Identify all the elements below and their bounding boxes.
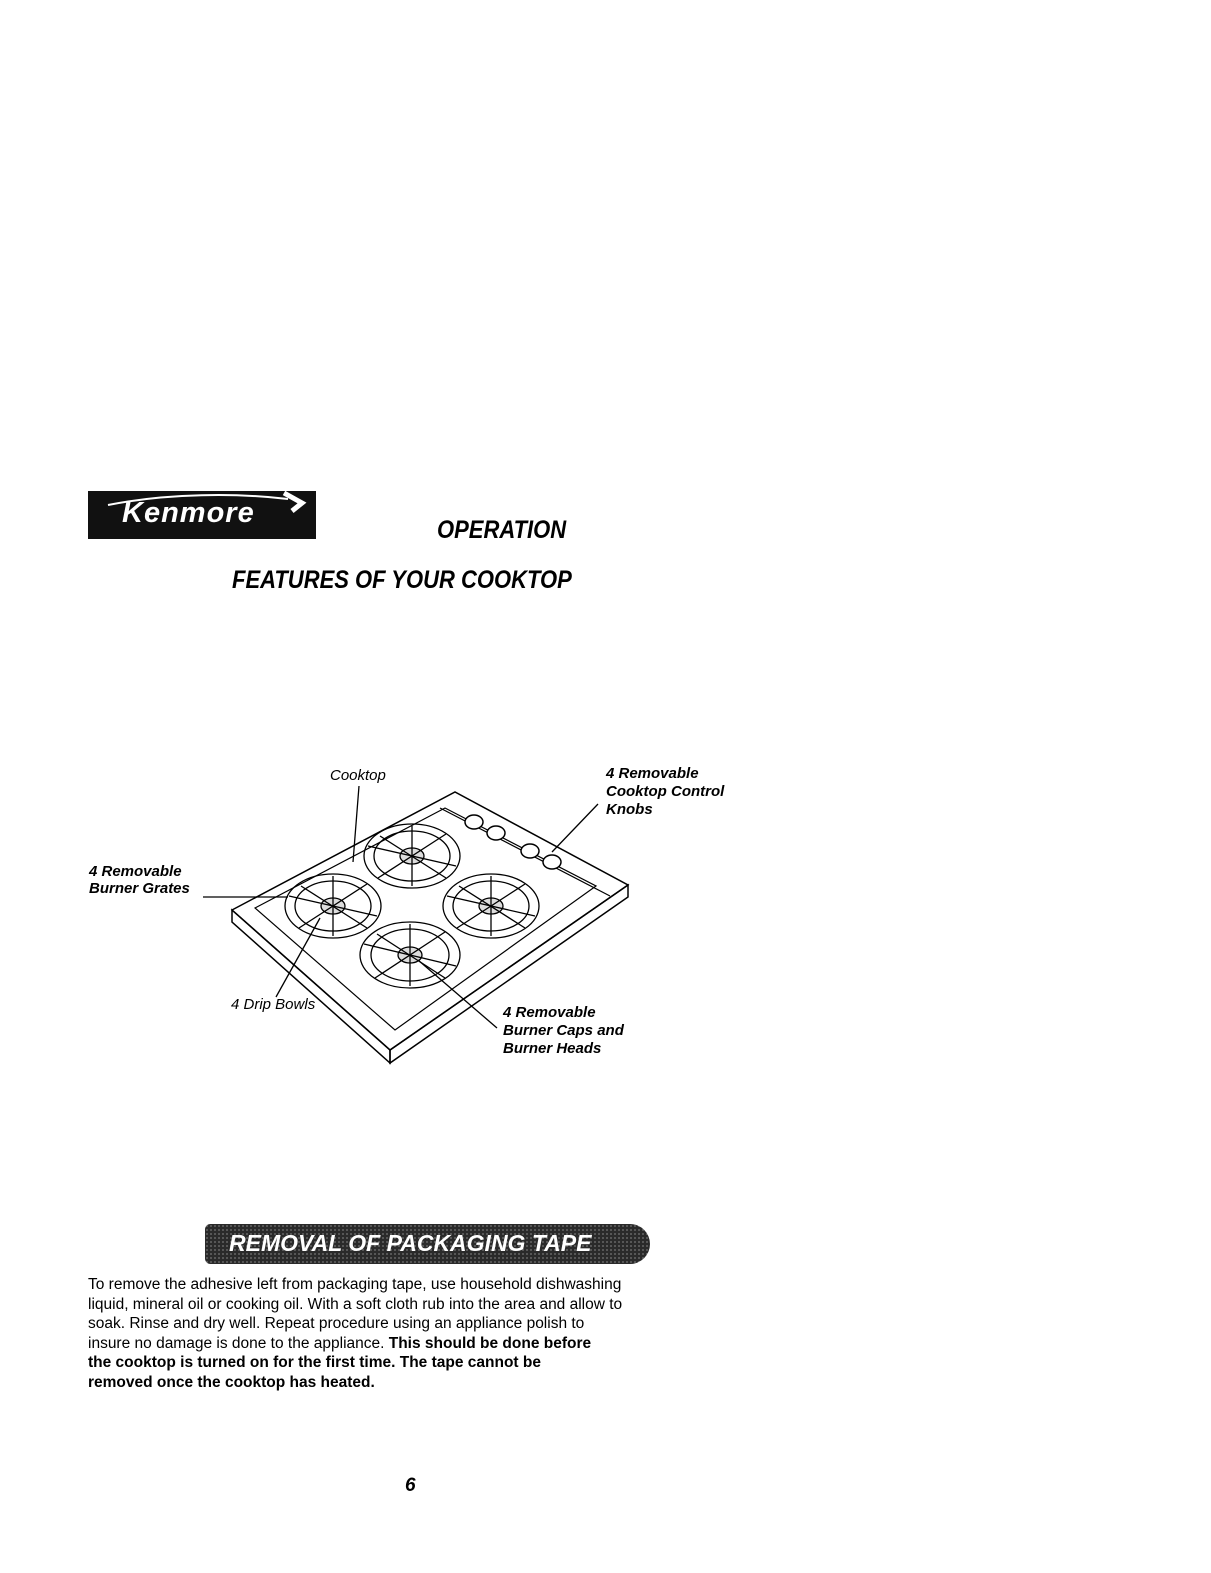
caps-leader	[417, 959, 498, 1029]
logo-swoosh-icon	[107, 491, 307, 513]
page-title: FEATURES OF YOUR COOKTOP	[232, 566, 572, 594]
drip-bowls-leader	[275, 917, 321, 998]
burner-front-left	[284, 873, 382, 939]
packaging-heading: REMOVAL OF PACKAGING TAPE	[229, 1230, 592, 1256]
cooktop-leader	[352, 785, 360, 863]
body-bold-line: removed once the cooktop has heated.	[88, 1373, 375, 1391]
body-line-mixed: insure no damage is done to the applianc…	[88, 1334, 738, 1354]
knob-icon	[464, 814, 484, 830]
label-knobs-line1: 4 Removable	[606, 765, 699, 782]
burner-back-right	[442, 873, 540, 939]
knob-icon	[520, 843, 540, 859]
label-drip-bowls: 4 Drip Bowls	[231, 996, 316, 1013]
label-grates-line1: 4 Removable	[89, 863, 182, 880]
body-line: insure no damage is done to the applianc…	[88, 1334, 389, 1352]
packaging-heading-banner: REMOVAL OF PACKAGING TAPE	[205, 1224, 650, 1264]
knob-icon	[542, 854, 562, 870]
label-cooktop: Cooktop	[330, 767, 386, 784]
burner-back-left	[363, 823, 461, 889]
label-caps-line1: 4 Removable	[503, 1004, 596, 1021]
logo-text: Kenmore	[122, 497, 255, 529]
kenmore-logo: Kenmore	[88, 491, 316, 539]
label-knobs-line2: Cooktop Control	[606, 783, 725, 800]
knob-icon	[486, 825, 506, 841]
body-bold-lead: This should be done before	[388, 1334, 592, 1352]
body-line: soak. Rinse and dry well. Repeat procedu…	[88, 1315, 585, 1332]
burner-front-right	[359, 921, 461, 989]
body-line: To remove the adhesive left from packagi…	[88, 1276, 622, 1293]
control-knobs	[464, 814, 562, 870]
knobs-leader	[551, 803, 599, 853]
label-knobs-line3: Knobs	[606, 801, 653, 818]
label-caps-line3: Burner Heads	[503, 1040, 602, 1057]
body-line: liquid, mineral oil or cooking oil. With…	[88, 1295, 623, 1313]
label-caps-line2: Burner Caps and	[503, 1022, 624, 1039]
section-title: OPERATION	[437, 516, 567, 544]
packaging-instructions: To remove the adhesive left from packagi…	[88, 1275, 738, 1392]
body-bold-line: the cooktop is turned on for the first t…	[88, 1354, 541, 1371]
label-grates-line2: Burner Grates	[89, 880, 190, 897]
page-number: 6	[405, 1475, 416, 1496]
